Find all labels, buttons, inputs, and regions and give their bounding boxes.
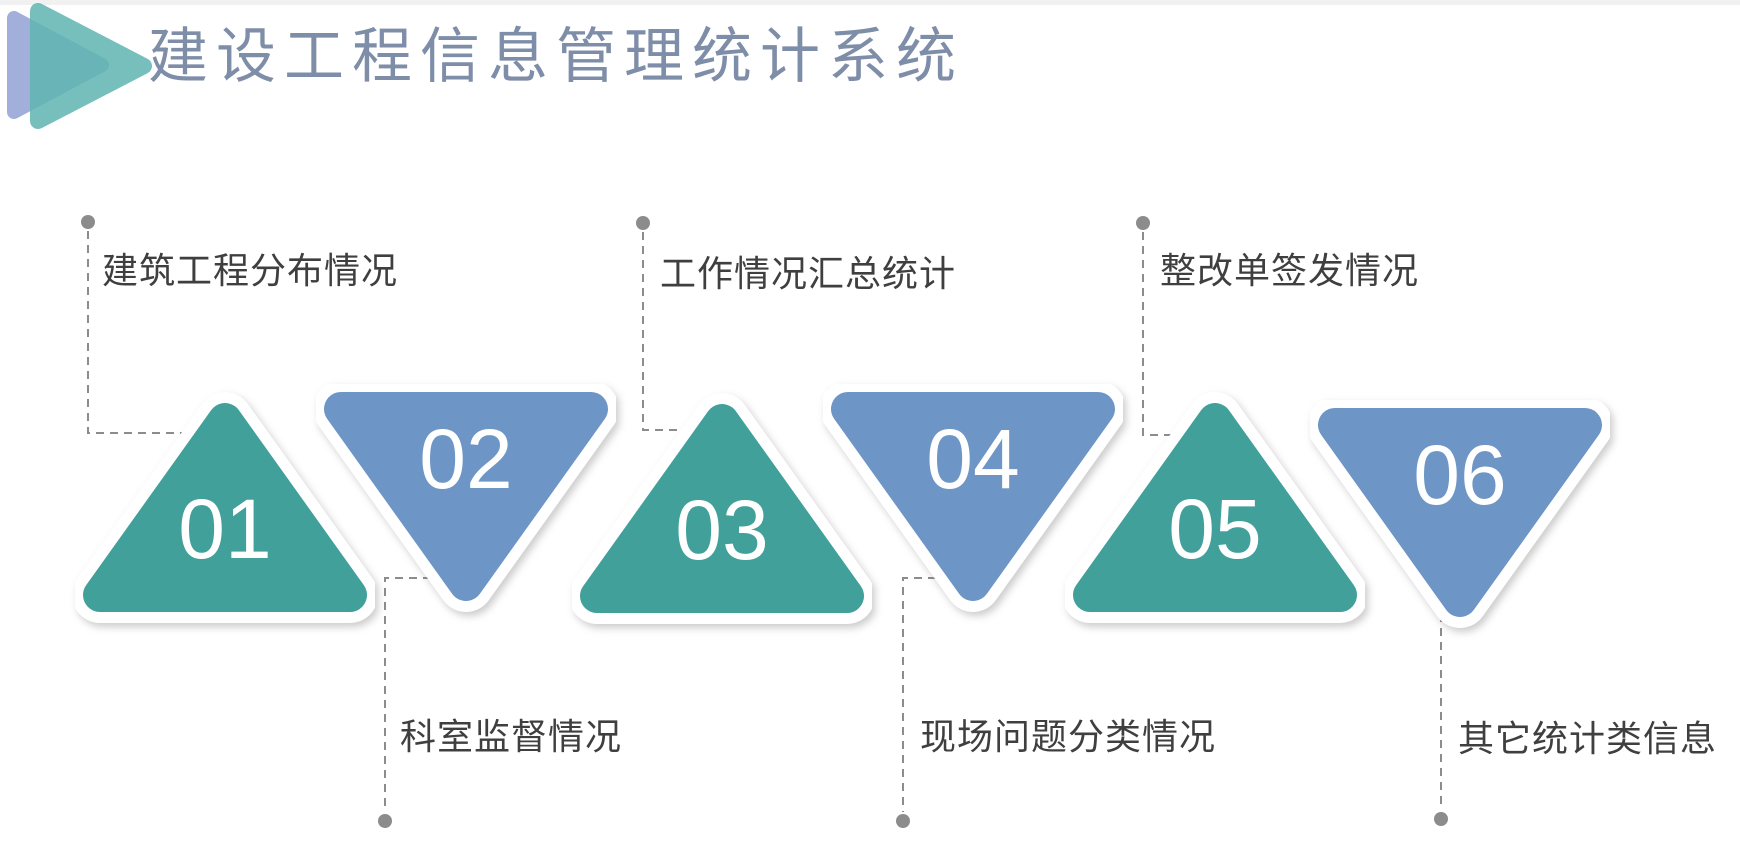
item-label-02: 科室监督情况: [400, 716, 623, 757]
item-label-04: 现场问题分类情况: [920, 716, 1217, 757]
logo-front-triangle-icon: [30, 3, 152, 129]
triangle-item-04: 04: [823, 384, 1123, 612]
triangle-01-number: 01: [178, 482, 271, 576]
item-label-06: 其它统计类信息: [1458, 718, 1718, 759]
triangle-item-01: 01: [75, 392, 375, 623]
triangle-05-number: 05: [1168, 482, 1261, 576]
triangle-item-02: 02: [316, 384, 616, 612]
triangle-item-03: 03: [572, 393, 872, 624]
triangle-06-number: 06: [1413, 428, 1506, 522]
triangle-01-shape: [83, 403, 367, 612]
triangle-item-06: 06: [1310, 400, 1610, 628]
double-play-triangle-logo: [7, 3, 152, 129]
item-label-03: 工作情况汇总统计: [660, 253, 957, 294]
triangle-03-shape: [580, 404, 864, 613]
item-label-01: 建筑工程分布情况: [102, 250, 399, 291]
triangle-03-number: 03: [675, 483, 768, 577]
triangle-item-05: 05: [1065, 392, 1365, 623]
triangle-06-shape: [1318, 408, 1602, 617]
triangle-05-shape: [1073, 403, 1357, 612]
triangle-04-shape: [831, 392, 1115, 601]
triangle-02-shape: [324, 392, 608, 601]
triangle-02-number: 02: [419, 412, 512, 506]
triangle-04-number: 04: [926, 412, 1019, 506]
item-label-05: 整改单签发情况: [1160, 250, 1420, 291]
page-title: 建设工程信息管理统计系统: [148, 23, 964, 90]
top-edge: [0, 0, 1740, 5]
